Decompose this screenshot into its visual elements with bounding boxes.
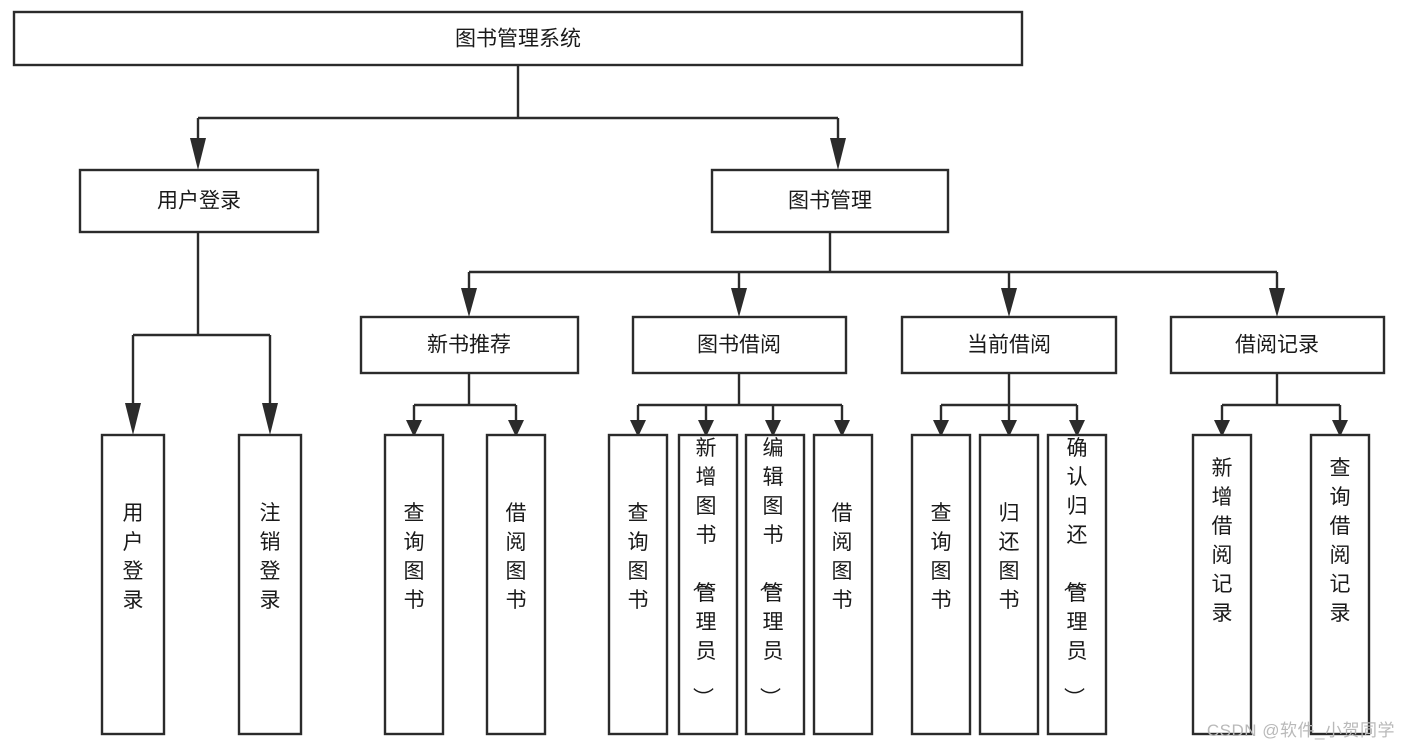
arrow-icon-to-leaf-query-book-2: [630, 420, 646, 437]
node-leaf-add-book-box[interactable]: [677, 433, 739, 736]
node-leaf-query-book-2[interactable]: 查询图书: [607, 433, 669, 736]
node-leaf-user-login-box[interactable]: [100, 433, 166, 736]
node-new-book-recommend[interactable]: 新书推荐: [359, 315, 580, 375]
node-book-borrow[interactable]: 图书借阅: [631, 315, 848, 375]
node-book-manage[interactable]: 图书管理: [710, 168, 950, 234]
node-book-manage-box[interactable]: [710, 168, 950, 234]
node-leaf-borrow-book-2-box[interactable]: [812, 433, 874, 736]
arrow-icon-to-leaf-edit-book: [765, 420, 781, 437]
node-book-borrow-box[interactable]: [631, 315, 848, 375]
arrow-icon-to-current-borrow: [1001, 288, 1017, 317]
node-borrow-record[interactable]: 借阅记录: [1169, 315, 1386, 375]
node-leaf-add-book[interactable]: 新增图书（管理员）: [677, 433, 739, 736]
arrow-icon-to-leaf-add-record: [1214, 420, 1230, 437]
arrow-icon-to-leaf-add-book: [698, 420, 714, 437]
arrow-icon-to-leaf-confirm-return: [1069, 420, 1085, 437]
arrow-icon-to-leaf-query-book-1: [406, 420, 422, 437]
node-leaf-user-logout-label: 注销登录: [260, 502, 281, 612]
node-leaf-return-book[interactable]: 归还图书: [978, 433, 1040, 736]
node-current-borrow[interactable]: 当前借阅: [900, 315, 1118, 375]
arrow-icon-to-leaf-user-login: [125, 403, 141, 435]
node-leaf-add-record-label: 新增借阅记录: [1212, 457, 1233, 625]
node-leaf-query-record-box[interactable]: [1309, 433, 1371, 736]
node-current-borrow-box[interactable]: [900, 315, 1118, 375]
node-book-borrow-label: 图书借阅: [697, 334, 781, 357]
node-leaf-add-record-box[interactable]: [1191, 433, 1253, 736]
node-leaf-borrow-book-2[interactable]: 借阅图书: [812, 433, 874, 736]
connectors-group: [131, 65, 1342, 420]
arrow-icon-to-new-book-recommend: [461, 288, 477, 317]
node-leaf-confirm-return[interactable]: 确认归还（管理员）: [1046, 433, 1108, 736]
node-leaf-query-record-label: 查询借阅记录: [1330, 457, 1351, 625]
node-leaf-query-book-3-box[interactable]: [910, 433, 972, 736]
node-leaf-borrow-book-2-label: 借阅图书: [832, 502, 853, 612]
arrow-icon-to-leaf-return-book: [1001, 420, 1017, 437]
node-leaf-query-book-1-box[interactable]: [383, 433, 445, 736]
node-leaf-query-book-2-box[interactable]: [607, 433, 669, 736]
node-leaf-confirm-return-label: 确认归还（管理员）: [1062, 437, 1088, 708]
arrow-icon-to-leaf-user-logout: [262, 403, 278, 435]
node-root[interactable]: 图书管理系统: [12, 10, 1024, 67]
node-book-manage-label: 图书管理: [788, 190, 872, 213]
node-leaf-borrow-book-1-label: 借阅图书: [506, 502, 527, 612]
node-leaf-user-logout[interactable]: 注销登录: [237, 433, 303, 736]
node-user-login-label: 用户登录: [157, 190, 241, 213]
arrow-icon-to-leaf-query-record: [1332, 420, 1348, 437]
node-new-book-recommend-box[interactable]: [359, 315, 580, 375]
node-leaf-query-record[interactable]: 查询借阅记录: [1309, 433, 1371, 736]
node-user-login[interactable]: 用户登录: [78, 168, 320, 234]
arrow-icon-to-borrow-record: [1269, 288, 1285, 317]
node-leaf-query-book-3-label: 查询图书: [931, 502, 952, 612]
node-leaf-query-book-1-label: 查询图书: [404, 502, 425, 612]
node-leaf-user-login[interactable]: 用户登录: [100, 433, 166, 736]
node-leaf-user-login-label: 用户登录: [123, 502, 144, 612]
arrow-icon-to-book-manage: [830, 138, 846, 170]
node-leaf-return-book-label: 归还图书: [999, 502, 1020, 612]
arrow-icon-to-leaf-query-book-3: [933, 420, 949, 437]
arrow-icon-to-user-login: [190, 138, 206, 170]
node-leaf-add-book-label: 新增图书（管理员）: [691, 437, 717, 708]
node-leaf-query-book-2-label: 查询图书: [628, 502, 649, 612]
node-leaf-borrow-book-1[interactable]: 借阅图书: [485, 433, 547, 736]
node-borrow-record-label: 借阅记录: [1235, 334, 1319, 357]
node-leaf-edit-book-box[interactable]: [744, 433, 806, 736]
node-leaf-borrow-book-1-box[interactable]: [485, 433, 547, 736]
node-root-label: 图书管理系统: [455, 28, 581, 51]
arrow-icon-to-leaf-borrow-book-2: [834, 420, 850, 437]
node-borrow-record-box[interactable]: [1169, 315, 1386, 375]
node-leaf-confirm-return-box[interactable]: [1046, 433, 1108, 736]
node-new-book-recommend-label: 新书推荐: [427, 334, 511, 357]
node-current-borrow-label: 当前借阅: [967, 334, 1051, 357]
node-leaf-edit-book[interactable]: 编辑图书（管理员）: [744, 433, 806, 736]
node-user-login-box[interactable]: [78, 168, 320, 234]
arrow-icon-to-book-borrow: [731, 288, 747, 317]
node-leaf-query-book-3[interactable]: 查询图书: [910, 433, 972, 736]
arrowheads-group: [125, 138, 1348, 437]
node-leaf-user-logout-box[interactable]: [237, 433, 303, 736]
node-leaf-query-book-1[interactable]: 查询图书: [383, 433, 445, 736]
node-leaf-return-book-box[interactable]: [978, 433, 1040, 736]
arrow-icon-to-leaf-borrow-book-1: [508, 420, 524, 437]
node-root-box[interactable]: [12, 10, 1024, 67]
node-leaf-edit-book-label: 编辑图书（管理员）: [758, 437, 784, 708]
node-leaf-add-record[interactable]: 新增借阅记录: [1191, 433, 1253, 736]
